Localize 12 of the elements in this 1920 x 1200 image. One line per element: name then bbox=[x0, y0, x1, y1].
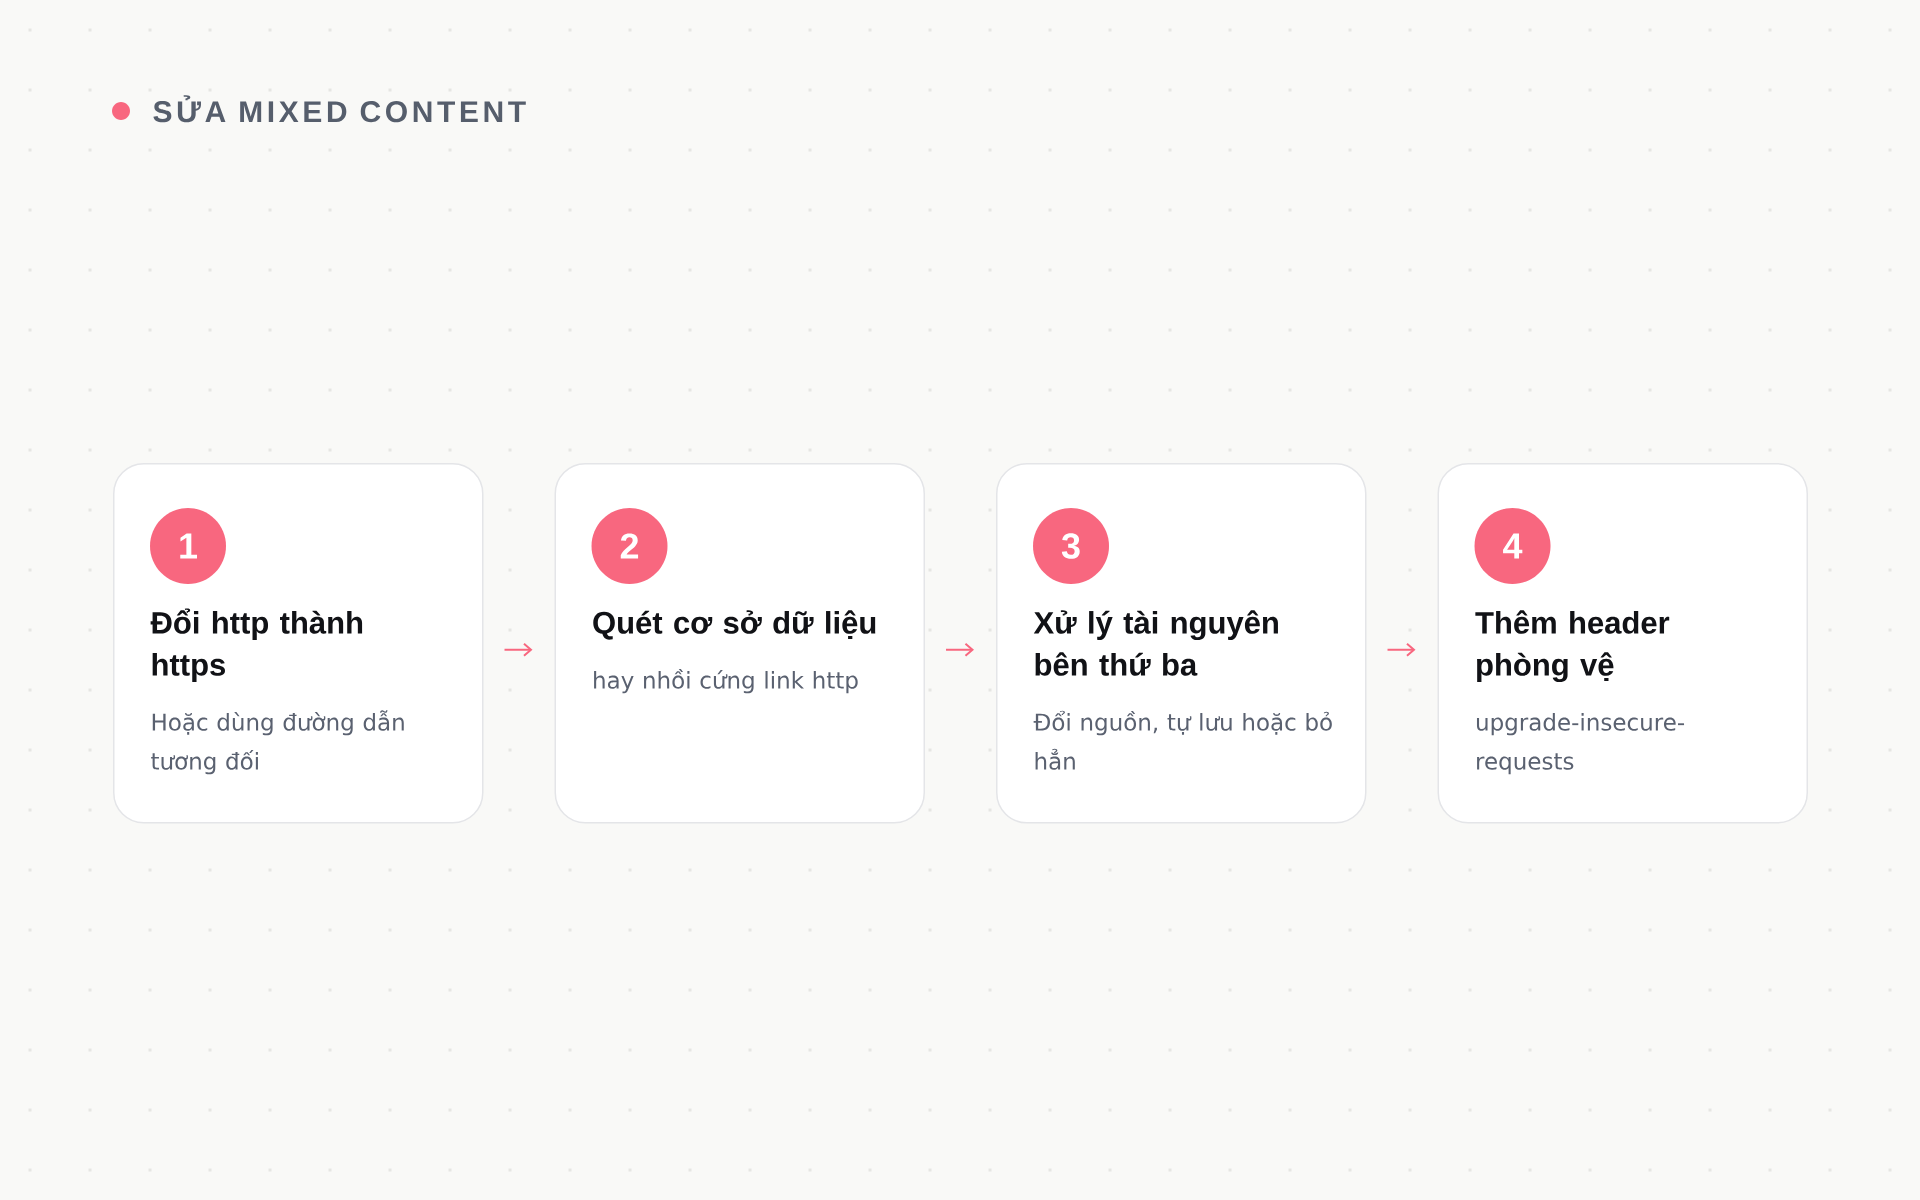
step-title: Thêm header phòng vệ bbox=[1475, 610, 1670, 683]
heading: SỬA MIXED CONTENT bbox=[153, 95, 526, 123]
step-description: upgrade-insecure-requests bbox=[1477, 713, 1685, 775]
arrow bbox=[945, 642, 974, 657]
step-title: Xử lý tài nguyên bên thứ ba bbox=[1033, 610, 1278, 676]
step-title: Quét cơ sở dữ liệu bbox=[593, 610, 876, 640]
step-description: Hoặc dùng đường dẫn tương đối bbox=[151, 710, 404, 775]
arrow bbox=[503, 642, 533, 657]
step-description: hay nhồi cứng link http bbox=[594, 669, 858, 694]
step-title: Đổi http thành https bbox=[150, 608, 363, 682]
step-description: Đổi nguồn, tự lưu hoặc bỏ hẳn bbox=[1033, 710, 1332, 770]
arrow bbox=[1386, 642, 1416, 657]
